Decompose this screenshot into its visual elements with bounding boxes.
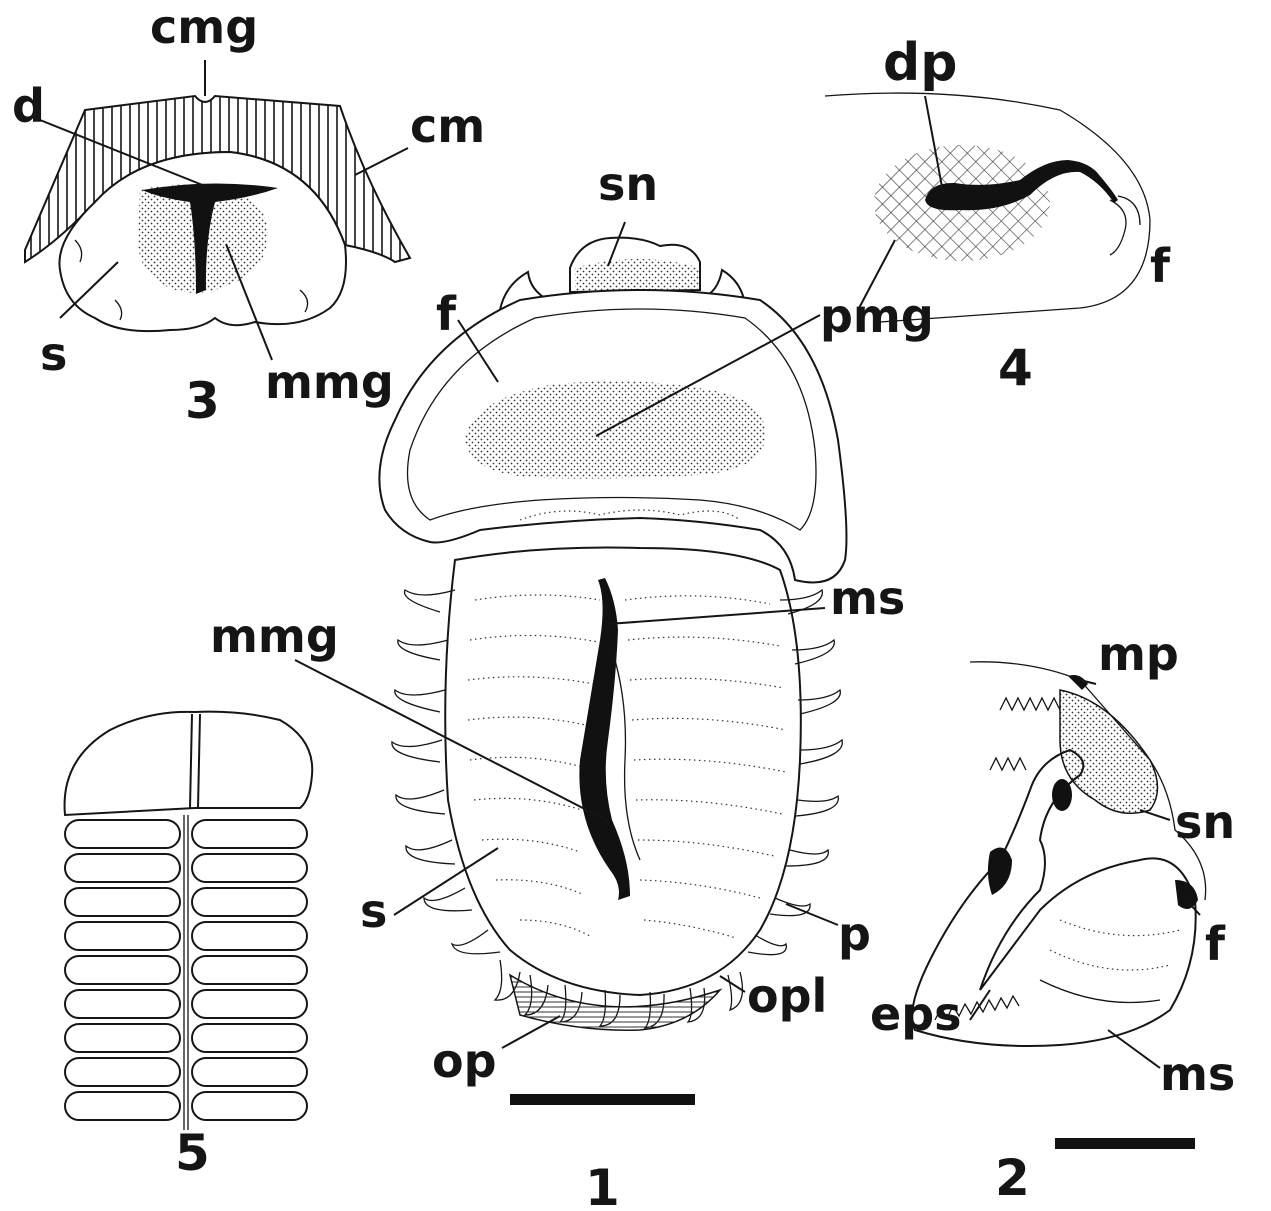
- label-mmg-fig1: mmg: [210, 609, 339, 663]
- label-p: p: [838, 907, 871, 961]
- label-opl: opl: [747, 969, 827, 1023]
- figure-number-3: 3: [185, 372, 220, 430]
- label-f-fig2: f: [1205, 917, 1226, 971]
- label-f: f: [436, 287, 457, 341]
- scale-bar-figure-1: [510, 1094, 695, 1105]
- label-op: op: [432, 1034, 497, 1088]
- figure-1-drawing: [379, 238, 846, 1031]
- label-s-fig1: s: [360, 884, 387, 938]
- label-pmg: pmg: [820, 289, 934, 343]
- label-d: d: [12, 79, 45, 133]
- figure-5-drawing: [65, 712, 313, 1130]
- label-ms: ms: [830, 571, 905, 625]
- figure-4-drawing: [825, 93, 1150, 322]
- label-s: s: [40, 327, 67, 381]
- label-ms-fig2: ms: [1160, 1047, 1235, 1101]
- scale-bar-figure-2: [1055, 1138, 1195, 1149]
- figure-number-4: 4: [998, 339, 1033, 397]
- label-dp: dp: [883, 33, 957, 93]
- label-cmg: cmg: [150, 0, 258, 54]
- figure-number-5: 5: [175, 1124, 210, 1182]
- figure-number-2: 2: [995, 1149, 1030, 1207]
- label-sn-fig2: sn: [1175, 795, 1235, 849]
- label-mp: mp: [1098, 627, 1179, 681]
- label-cm: cm: [410, 99, 485, 153]
- label-eps: eps: [870, 987, 962, 1041]
- label-mmg: mmg: [265, 355, 394, 409]
- label-sn: sn: [598, 157, 658, 211]
- label-f-fig4: f: [1150, 239, 1171, 293]
- figure-number-1: 1: [585, 1159, 620, 1211]
- figure-5-segments: [65, 820, 307, 1120]
